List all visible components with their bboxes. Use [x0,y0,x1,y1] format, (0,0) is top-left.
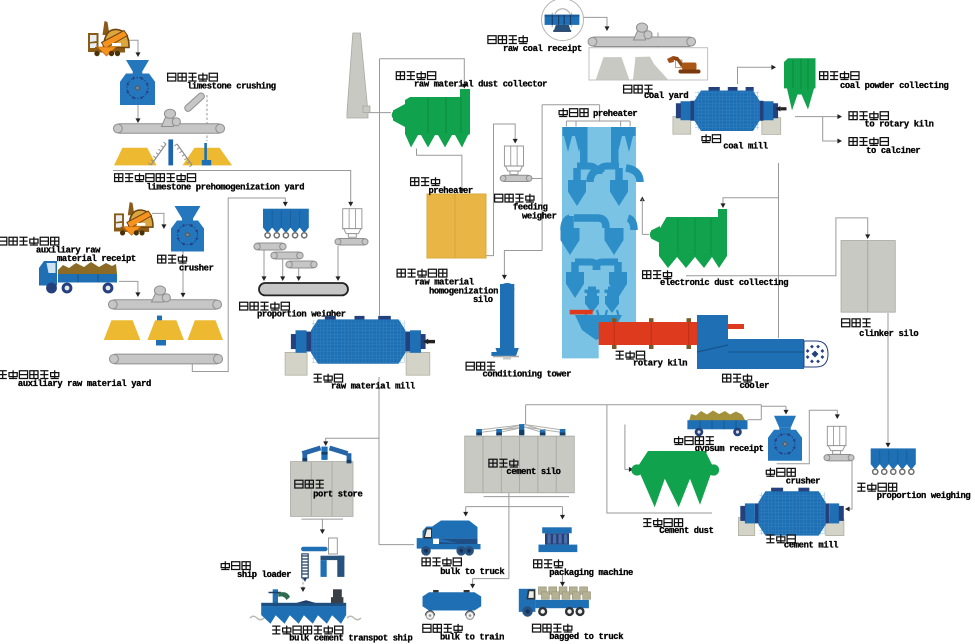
svg-text:rotary kiln: rotary kiln [633,359,687,369]
svg-text:proportion weigher: proportion weigher [257,310,346,320]
svg-text:raw material dust collector: raw material dust collector [414,80,547,90]
svg-text:silo: silo [473,295,493,305]
svg-text:auxiliary raw material yard: auxiliary raw material yard [18,379,151,389]
svg-text:raw coal receipt: raw coal receipt [503,44,582,54]
svg-text:electronic dust collecting: electronic dust collecting [660,278,788,288]
svg-text:cooler: cooler [740,381,770,391]
svg-text:preheater: preheater [593,109,637,119]
svg-text:raw material mill: raw material mill [331,382,415,392]
svg-text:auxiliary raw: auxiliary raw [36,246,101,256]
svg-text:Cement dust: Cement dust [659,526,713,536]
svg-text:coal yard: coal yard [644,91,688,101]
svg-text:cement silo: cement silo [506,467,560,477]
svg-text:packaging machine: packaging machine [549,568,633,578]
svg-text:to calciner: to calciner [866,146,920,156]
svg-text:coal mill: coal mill [723,142,767,152]
svg-text:to rotary kiln: to rotary kiln [865,120,934,130]
svg-text:preheater: preheater [429,186,473,196]
svg-text:port store: port store [313,490,362,500]
svg-text:bulk to train: bulk to train [440,632,504,642]
svg-text:conditioning tower: conditioning tower [483,370,572,380]
svg-text:gypsum receipt: gypsum receipt [695,444,764,454]
svg-text:bagged to truck: bagged to truck [549,632,624,642]
svg-text:limestone prehomogenization ya: limestone prehomogenization yard [147,182,305,192]
svg-text:raw material: raw material [415,278,474,288]
svg-text:material receipt: material receipt [57,254,136,264]
svg-text:cement mill: cement mill [784,540,838,550]
svg-text:bulk cement transpot ship: bulk cement transpot ship [289,633,412,643]
svg-text:crusher: crusher [179,264,214,274]
svg-text:weigher: weigher [522,212,557,222]
svg-text:feeding: feeding [513,203,548,213]
svg-text:homogenization: homogenization [429,287,498,297]
svg-text:coal powder collecting: coal powder collecting [840,81,949,91]
svg-text:proportion weighing: proportion weighing [877,491,971,501]
svg-text:clinker silo: clinker silo [859,329,918,339]
svg-text:crusher: crusher [786,476,821,486]
svg-text:limestone crushing: limestone crushing [187,82,276,92]
svg-text:ship loader: ship loader [237,570,291,580]
svg-text:bulk to truck: bulk to truck [440,567,505,577]
